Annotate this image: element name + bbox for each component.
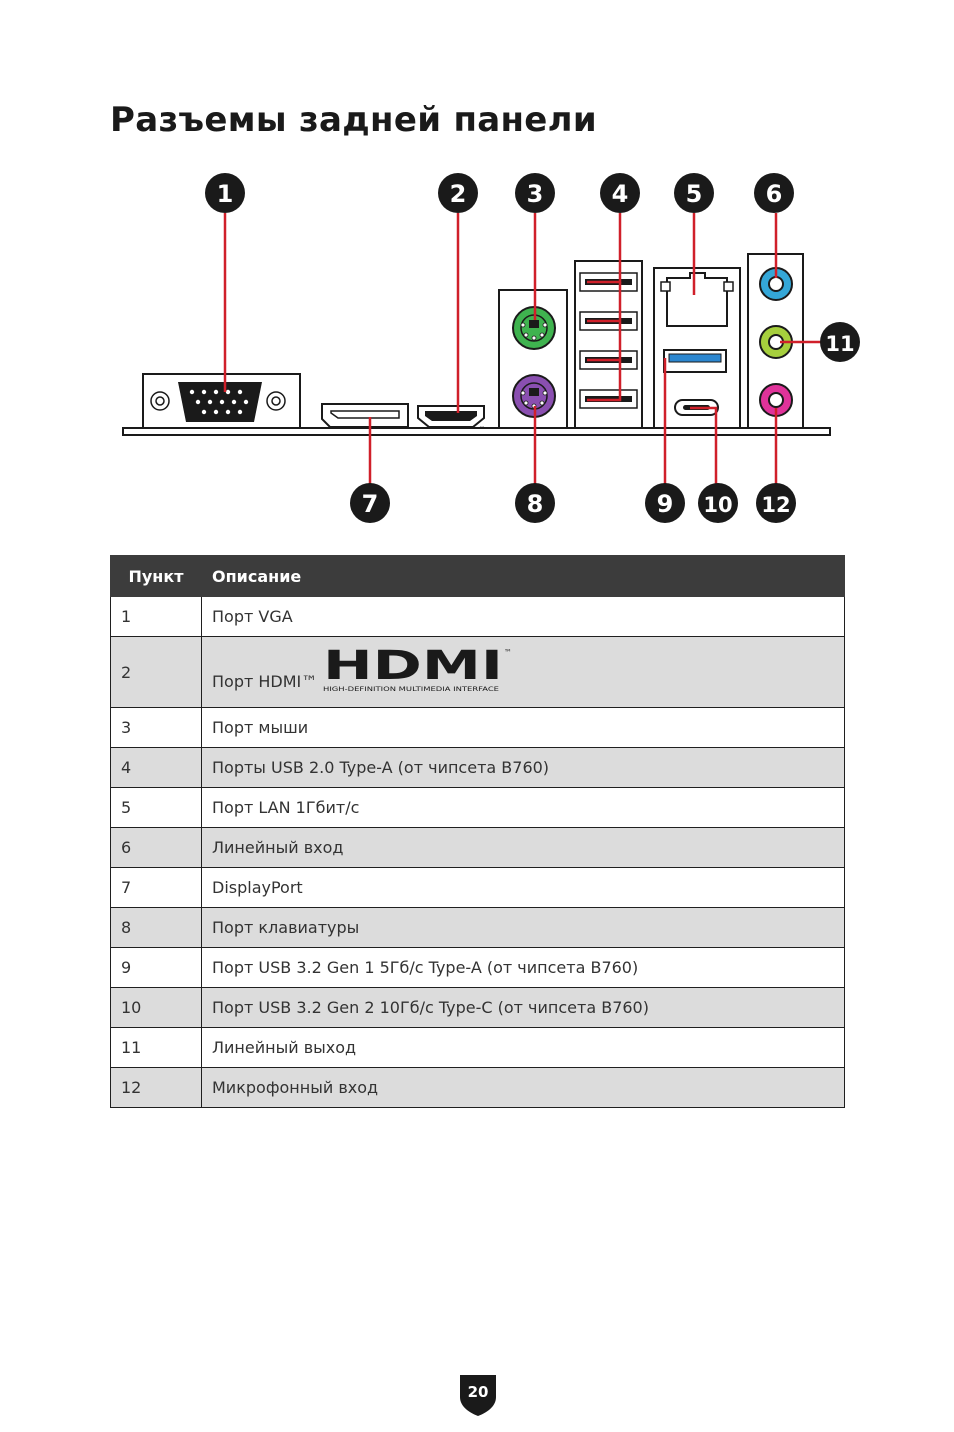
callout-10: 10 [698, 483, 738, 523]
row-item: 11 [110, 1027, 202, 1068]
callout-4: 4 [600, 173, 640, 213]
row-description: Порт мыши [201, 707, 845, 748]
callout-3: 3 [515, 173, 555, 213]
row-description: Порт USB 3.2 Gen 2 10Гб/с Type-C (от чип… [201, 987, 845, 1028]
hdmi-logo-tm: ™ [504, 648, 512, 657]
svg-text:5: 5 [686, 180, 703, 208]
leader-lines [223, 213, 823, 485]
row-item: 5 [110, 787, 202, 828]
row-description: DisplayPort [201, 867, 845, 908]
ps2-mouse-port [512, 306, 556, 350]
row-description: Порты USB 2.0 Type-A (от чипсета B760) [201, 747, 845, 788]
row-description: Линейный выход [201, 1027, 845, 1068]
hdmi-logo: HDMI ™ HIGH-DEFINITION MULTIMEDIA INTERF… [321, 643, 517, 699]
row-description: Порт LAN 1Гбит/с [201, 787, 845, 828]
svg-text:1: 1 [217, 180, 234, 208]
svg-text:2: 2 [450, 180, 467, 208]
row-description: Линейный вход [201, 827, 845, 868]
table-row: 1 Порт VGA [110, 596, 845, 637]
lan-port [660, 272, 734, 327]
callout-7: 7 [350, 483, 390, 523]
ps2-ports [498, 289, 568, 429]
svg-text:12: 12 [761, 493, 790, 517]
callout-5: 5 [674, 173, 714, 213]
hdmi-port: ™ [417, 405, 485, 433]
usb2-ports [574, 260, 643, 429]
svg-text:11: 11 [825, 332, 854, 356]
row-description: Порт клавиатуры [201, 907, 845, 948]
row-description: Порт HDMI™ HDMI ™ HIGH-DEFINITION MULTIM… [201, 636, 845, 708]
svg-text:4: 4 [612, 180, 629, 208]
vga-port [142, 373, 301, 429]
callout-2: 2 [438, 173, 478, 213]
page-number: 20 [467, 1383, 489, 1401]
row-item: 12 [110, 1067, 202, 1108]
row-description: Микрофонный вход [201, 1067, 845, 1108]
table-row: 8 Порт клавиатуры [110, 907, 845, 948]
svg-text:7: 7 [362, 490, 379, 518]
svg-text:9: 9 [657, 490, 674, 518]
row-item: 9 [110, 947, 202, 988]
lan-usb3-block [653, 267, 741, 429]
hdmi-tm-mark: ™ [479, 426, 485, 433]
hdmi-description-text: Порт HDMI™ [212, 672, 318, 691]
callout-8: 8 [515, 483, 555, 523]
row-item: 2 [110, 636, 202, 708]
row-item: 4 [110, 747, 202, 788]
table-row: 11 Линейный выход [110, 1027, 845, 1068]
svg-text:10: 10 [703, 493, 732, 517]
table-row: 2 Порт HDMI™ HDMI ™ HIGH-DEFINITION MULT… [110, 636, 845, 708]
hdmi-logo-wordmark: HDMI [323, 645, 503, 689]
page-number-badge: 20 [458, 1373, 498, 1417]
header-item: Пункт [110, 555, 202, 597]
io-shield-base [122, 427, 831, 436]
table-row: 9 Порт USB 3.2 Gen 1 5Гб/с Type-A (от чи… [110, 947, 845, 988]
callout-12: 12 [756, 483, 796, 523]
svg-text:3: 3 [527, 180, 544, 208]
table-row: 4 Порты USB 2.0 Type-A (от чипсета B760) [110, 747, 845, 788]
page-title: Разъемы задней панели [110, 100, 597, 140]
row-item: 7 [110, 867, 202, 908]
svg-text:8: 8 [527, 490, 544, 518]
row-item: 8 [110, 907, 202, 948]
hdmi-logo-tagline: HIGH-DEFINITION MULTIMEDIA INTERFACE [323, 685, 499, 693]
table-row: 6 Линейный вход [110, 827, 845, 868]
row-item: 10 [110, 987, 202, 1028]
row-item: 3 [110, 707, 202, 748]
callout-1: 1 [205, 173, 245, 213]
table-header-row: Пункт Описание [110, 555, 845, 597]
table-row: 3 Порт мыши [110, 707, 845, 748]
row-item: 1 [110, 596, 202, 637]
table-row: 7 DisplayPort [110, 867, 845, 908]
callout-9: 9 [645, 483, 685, 523]
rear-panel-diagram: ™ [0, 160, 954, 540]
usb3-type-a-port [663, 349, 727, 373]
row-description: Порт USB 3.2 Gen 1 5Гб/с Type-A (от чипс… [201, 947, 845, 988]
connector-table: Пункт Описание 1 Порт VGA 2 Порт HDMI™ H… [110, 555, 845, 1108]
displayport-port [321, 403, 409, 428]
row-item: 6 [110, 827, 202, 868]
table-row: 5 Порт LAN 1Гбит/с [110, 787, 845, 828]
svg-text:6: 6 [766, 180, 783, 208]
table-row: 12 Микрофонный вход [110, 1067, 845, 1108]
callout-11: 11 [820, 322, 860, 362]
header-description: Описание [201, 555, 845, 597]
callout-6: 6 [754, 173, 794, 213]
row-description: Порт VGA [201, 596, 845, 637]
table-row: 10 Порт USB 3.2 Gen 2 10Гб/с Type-C (от … [110, 987, 845, 1028]
